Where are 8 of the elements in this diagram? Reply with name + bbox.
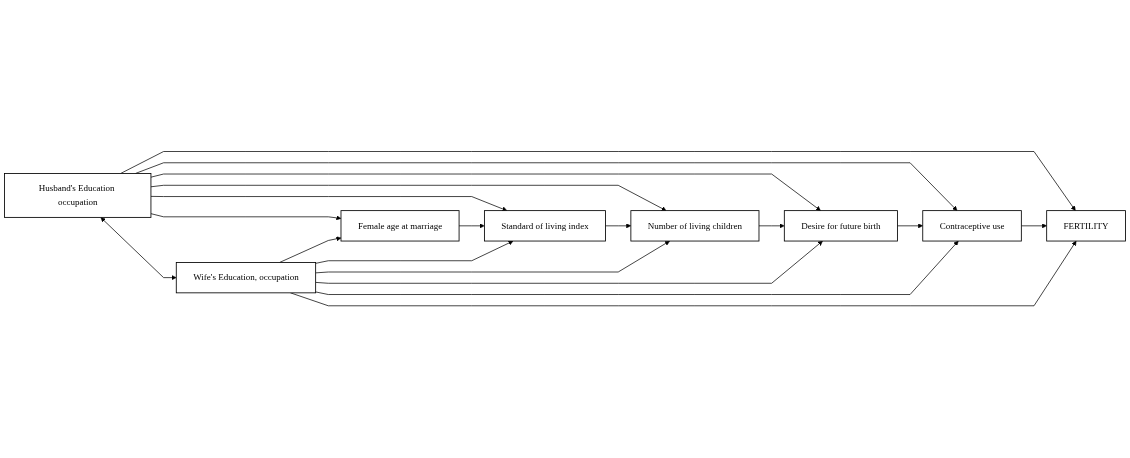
node-box: Female age at marriage bbox=[340, 210, 460, 242]
node-box: Desire for future birth bbox=[783, 210, 898, 242]
node-box: Contraceptive use bbox=[922, 210, 1022, 242]
node-box: FERTILITY bbox=[1046, 210, 1126, 242]
node-box: Wife's Education, occupation bbox=[175, 262, 317, 294]
node-box: Standard of living index bbox=[484, 210, 606, 242]
node-box: Number of living children bbox=[630, 210, 760, 242]
node-box: Husband's Education occupation bbox=[4, 173, 152, 219]
